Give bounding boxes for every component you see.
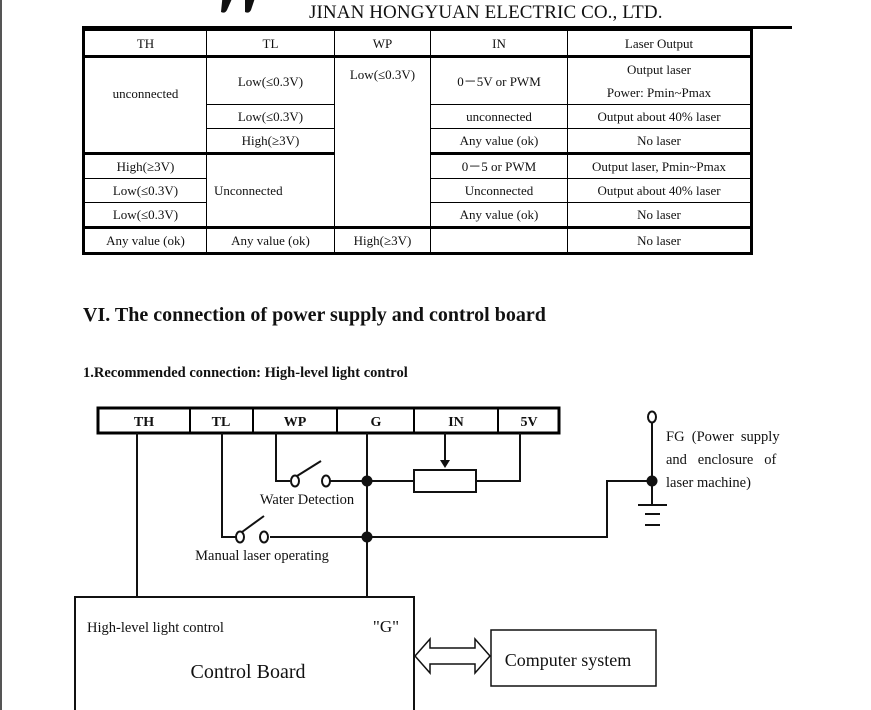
fg-label-line-1: FG (Power supply bbox=[666, 429, 780, 445]
table-cell: Low(≤0.3V) bbox=[83, 178, 207, 203]
terminal-tl: TL bbox=[212, 415, 231, 430]
terminal-g: G bbox=[371, 415, 382, 430]
water-detection-switch-icon bbox=[290, 460, 331, 488]
potentiometer-icon bbox=[413, 469, 477, 493]
arrow-down-icon bbox=[440, 460, 450, 468]
ground-icon bbox=[638, 504, 667, 526]
table-row: unconnected Low(≤0.3V) Low(≤0.3V) 0－5V o… bbox=[83, 56, 752, 228]
table-cell: High(≥3V) bbox=[206, 128, 335, 155]
table-cell bbox=[430, 227, 568, 254]
table-cell: Low(≤0.3V) bbox=[334, 56, 431, 228]
table-row: Low(≤0.3V) Any value (ok) No laser bbox=[83, 202, 752, 229]
section-subtitle: 1.Recommended connection: High-level lig… bbox=[83, 365, 408, 381]
control-logic-table: TH TL WP IN Laser Output unconnected Low… bbox=[82, 28, 753, 255]
table-row: Any value (ok) Any value (ok) High(≥3V) … bbox=[83, 226, 752, 254]
fg-terminal-icon bbox=[647, 410, 657, 424]
table-row: High(≥3V) Any value (ok) No laser bbox=[84, 128, 752, 155]
wires bbox=[136, 421, 653, 597]
table-row: High(≥3V) Unconnected 0－5 or PWM Output … bbox=[83, 153, 752, 229]
company-logo bbox=[221, 0, 255, 13]
col-header-in: IN bbox=[430, 29, 568, 58]
table-cell: Output laser, Pmin~Pmax bbox=[567, 153, 752, 179]
table-cell: Low(≤0.3V) bbox=[206, 56, 335, 105]
col-header-tl: TL bbox=[206, 29, 335, 58]
terminal-wp: WP bbox=[284, 415, 307, 430]
table-cell: Any value (ok) bbox=[430, 202, 568, 229]
col-header-th: TH bbox=[83, 29, 207, 58]
page-edge bbox=[0, 0, 2, 710]
water-detection-label: Water Detection bbox=[260, 492, 355, 508]
table-cell: Unconnected bbox=[206, 153, 335, 229]
table-cell: Low(≤0.3V) bbox=[83, 202, 207, 229]
manual-laser-label: Manual laser operating bbox=[195, 548, 329, 564]
section-title: VI. The connection of power supply and c… bbox=[83, 304, 546, 326]
company-name: JINAN HONGYUAN ELECTRIC CO., LTD. bbox=[309, 2, 663, 23]
table-cell: Any value (ok) bbox=[206, 227, 335, 254]
fg-label: FG (Power supply and enclosure of laser … bbox=[666, 429, 780, 491]
table-cell: Any value (ok) bbox=[83, 227, 207, 254]
fg-label-line-2: and enclosure of bbox=[666, 452, 776, 468]
table-cell: High(≥3V) bbox=[334, 226, 431, 254]
junction-dot bbox=[361, 531, 373, 543]
table-cell: No laser bbox=[567, 128, 752, 155]
col-header-wp: WP bbox=[334, 29, 431, 58]
terminal-strip-frame bbox=[96, 406, 561, 435]
terminal-strip bbox=[96, 406, 561, 435]
bidirectional-arrow-icon bbox=[413, 637, 492, 675]
computer-system-box bbox=[490, 629, 657, 687]
table-cell: Low(≤0.3V) bbox=[206, 104, 335, 129]
table-cell: 0－5 or PWM bbox=[430, 153, 568, 179]
table-header-row: TH TL WP IN Laser Output bbox=[83, 29, 752, 58]
control-board-box bbox=[74, 596, 415, 710]
terminal-th: TH bbox=[134, 415, 154, 430]
header-rule bbox=[82, 26, 792, 29]
wire-ground-to-fg bbox=[270, 480, 652, 538]
table-cell: Output about 40% laser bbox=[567, 104, 752, 129]
col-header-laser-output: Laser Output bbox=[567, 29, 752, 58]
table-cell: High(≥3V) bbox=[83, 153, 207, 179]
laser-output-line-1: Output laser bbox=[627, 62, 691, 77]
wire-wp bbox=[275, 433, 290, 482]
control-mode-label: High-level light control bbox=[87, 620, 224, 636]
manual-switch-icon bbox=[235, 515, 269, 544]
fg-label-line-3: laser machine) bbox=[666, 475, 751, 491]
junction-dot bbox=[646, 475, 658, 487]
table-cell: No laser bbox=[567, 202, 752, 229]
computer-system-label: Computer system bbox=[505, 650, 632, 670]
control-board-title: Control Board bbox=[191, 661, 306, 683]
junction-dot bbox=[361, 475, 373, 487]
laser-output-line-2: Power: Pmin~Pmax bbox=[606, 85, 712, 100]
table-cell: Any value (ok) bbox=[430, 128, 568, 155]
table-cell: unconnected bbox=[83, 56, 207, 155]
table-cell: 0－5V or PWM bbox=[430, 56, 568, 105]
wire-tl bbox=[221, 433, 236, 538]
control-board-g-label: "G" bbox=[373, 617, 399, 636]
table-row: Low(≤0.3V) unconnected Output about 40% … bbox=[84, 104, 752, 129]
terminal-5v: 5V bbox=[520, 415, 537, 430]
table-cell: No laser bbox=[567, 227, 752, 254]
wire-pot-to-5v bbox=[476, 433, 521, 482]
terminal-in: IN bbox=[448, 415, 464, 430]
